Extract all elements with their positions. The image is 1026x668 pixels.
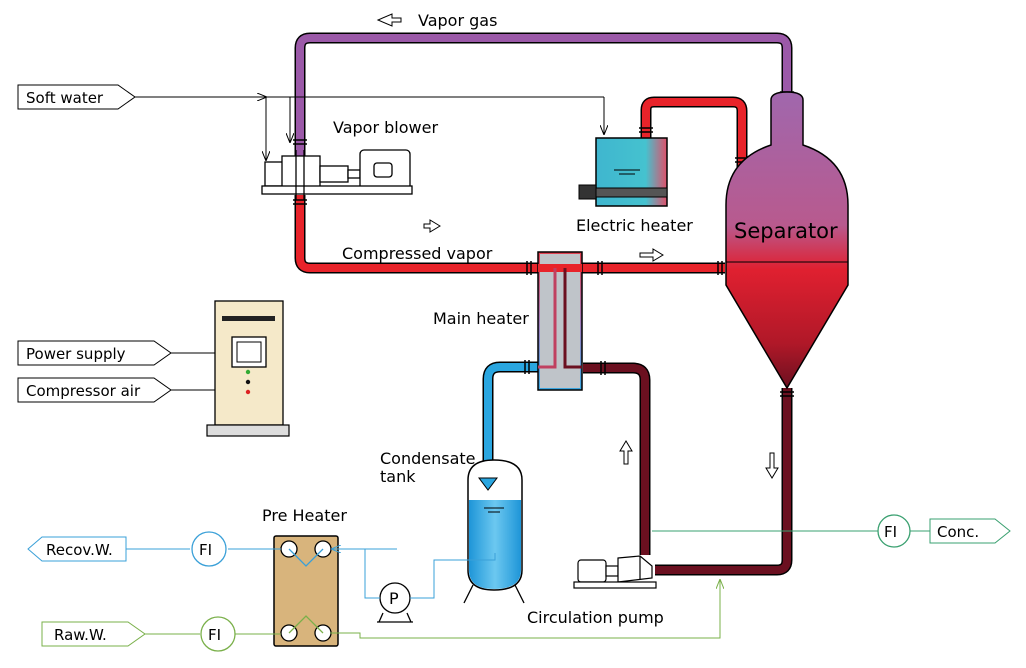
power-supply-tag bbox=[17, 340, 172, 366]
recovered-water-label: Recov.W. bbox=[46, 541, 113, 559]
circulation-pump bbox=[573, 555, 657, 589]
vapor-blower bbox=[261, 149, 413, 200]
electric-heater-label: Electric heater bbox=[576, 216, 693, 235]
fi-raw-water-label: FI bbox=[208, 626, 221, 644]
raw-water-tag bbox=[41, 621, 146, 647]
pre-heater-label: Pre Heater bbox=[262, 506, 347, 525]
concentrate-label: Conc. bbox=[937, 523, 979, 541]
condensate-tank-label-line2: tank bbox=[380, 467, 416, 486]
separator-label: Separator bbox=[734, 219, 838, 243]
compressor-air-label: Compressor air bbox=[26, 382, 141, 400]
pre-heater bbox=[273, 535, 339, 647]
soft-water-tag bbox=[17, 84, 136, 110]
condensate-tank-label-line1: Condensate bbox=[380, 449, 476, 468]
main-heater-label: Main heater bbox=[433, 309, 529, 328]
vapor-gas-label: Vapor gas bbox=[418, 11, 497, 30]
compressor-air-tag bbox=[17, 377, 172, 403]
control-panel bbox=[206, 300, 290, 437]
separator-vessel bbox=[725, 91, 849, 390]
raw-water-label: Raw.W. bbox=[54, 626, 107, 644]
compressed-vapor-label: Compressed vapor bbox=[342, 244, 493, 263]
fi-concentrate-label: FI bbox=[884, 523, 897, 541]
fi-recovered-water-label: FI bbox=[199, 541, 212, 559]
circulation-pump-label: Circulation pump bbox=[527, 608, 664, 627]
fi-recovered-water bbox=[191, 531, 227, 567]
recovered-water-line bbox=[410, 553, 496, 599]
power-supply-label: Power supply bbox=[26, 345, 126, 363]
pump-symbol-label: P bbox=[389, 589, 399, 608]
soft-water-label: Soft water bbox=[26, 89, 104, 107]
concentrate-loop-pipe bbox=[655, 388, 793, 576]
vapor-blower-label: Vapor blower bbox=[333, 118, 438, 137]
flow-arrows bbox=[376, 13, 779, 479]
concentrate-tag bbox=[929, 518, 1011, 544]
recovered-water-tag bbox=[27, 536, 127, 562]
